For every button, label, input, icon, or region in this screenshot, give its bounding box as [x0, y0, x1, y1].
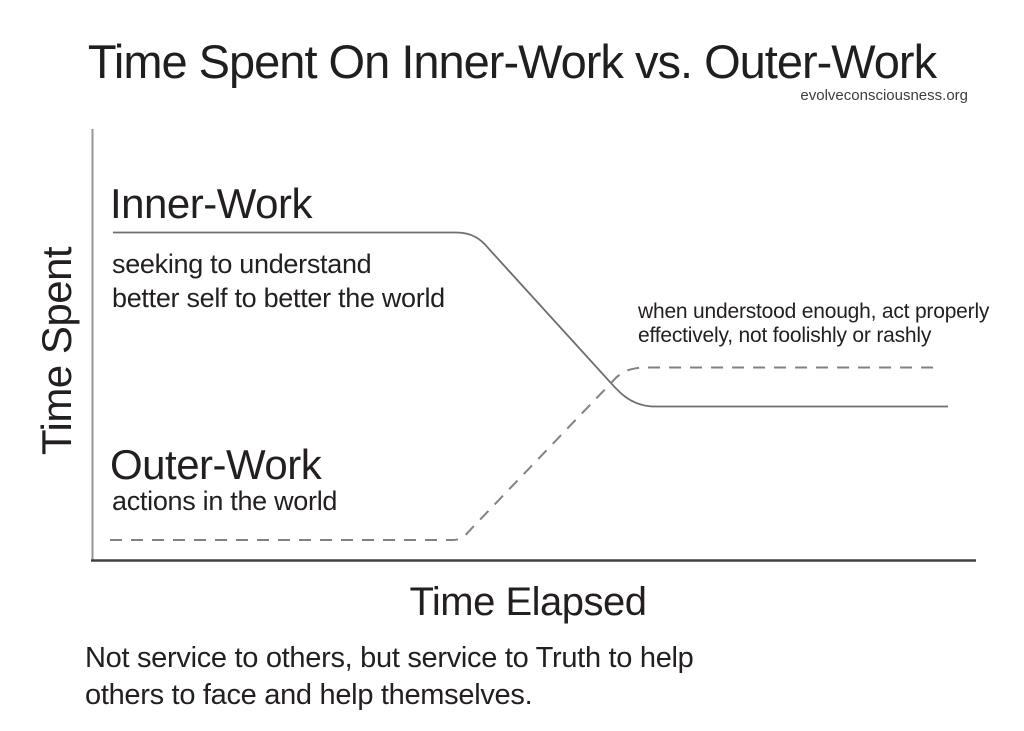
site-credit: evolveconsciousness.org — [800, 87, 968, 104]
outer-work-description: actions in the world — [112, 486, 338, 516]
inner-work-line — [113, 231, 948, 408]
inner-work-description-line1: seeking to understand — [112, 249, 372, 279]
x-axis-title: Time Elapsed — [409, 580, 647, 624]
outer-work-label: Outer-Work — [110, 441, 322, 488]
inner-work-description: seeking to understand better self to bet… — [112, 247, 445, 315]
footnote-line2: others to face and help themselves. — [85, 679, 533, 711]
page-title: Time Spent On Inner-Work vs. Outer-Work — [87, 35, 937, 88]
crossover-annotation-line2: effectively, not foolishly or rashly — [638, 324, 932, 347]
outer-work-line — [110, 366, 938, 541]
footnote: Not service to others, but service to Tr… — [85, 640, 694, 714]
crossover-annotation-line1: when understood enough, act properly — [638, 300, 990, 323]
crossover-annotation: when understood enough, act properly eff… — [638, 300, 989, 348]
y-axis-title: Time Spent — [33, 246, 80, 456]
inner-work-description-line2: better self to better the world — [112, 283, 445, 313]
inner-work-label: Inner-Work — [110, 180, 312, 227]
footnote-line1: Not service to others, but service to Tr… — [85, 642, 694, 674]
